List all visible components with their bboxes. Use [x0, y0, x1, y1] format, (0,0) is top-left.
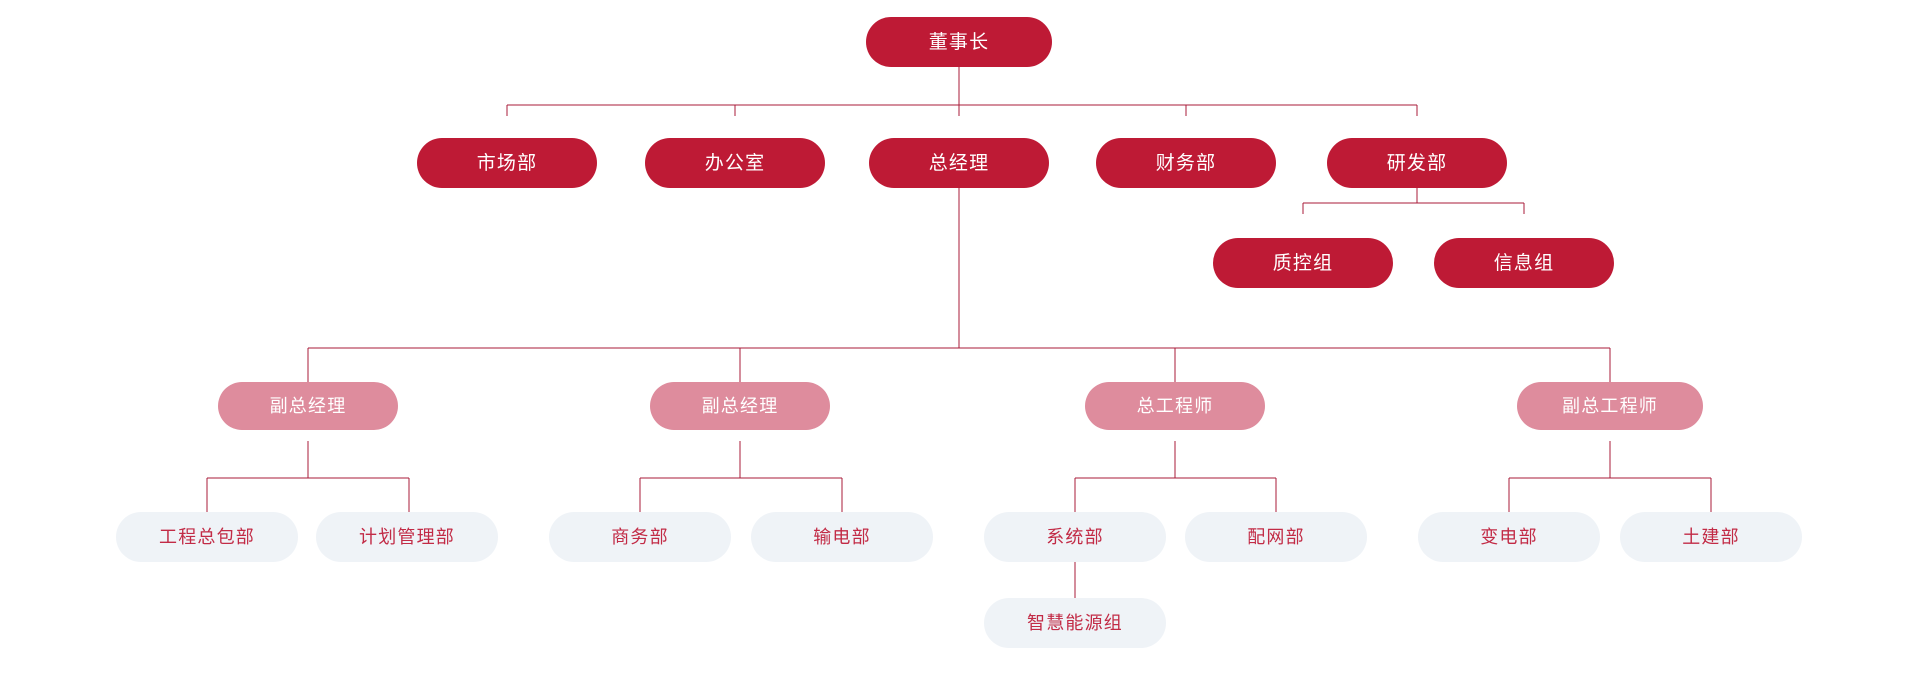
node-deputy-general-manager-2[interactable]: 副总经理: [650, 382, 830, 430]
node-label: 副总经理: [269, 396, 347, 416]
node-label: 变电部: [1480, 527, 1538, 547]
node-transmission-dept[interactable]: 输电部: [751, 512, 933, 562]
node-label: 配网部: [1247, 527, 1305, 547]
node-label: 副总经理: [701, 396, 779, 416]
node-label: 总经理: [928, 152, 990, 174]
node-label: 副总工程师: [1562, 396, 1658, 416]
node-chief-engineer[interactable]: 总工程师: [1085, 382, 1265, 430]
node-system-dept[interactable]: 系统部: [984, 512, 1166, 562]
node-label: 智慧能源组: [1027, 613, 1123, 633]
node-substation-dept[interactable]: 变电部: [1418, 512, 1600, 562]
node-label: 研发部: [1386, 152, 1448, 174]
node-label: 市场部: [476, 152, 538, 174]
node-general-manager[interactable]: 总经理: [869, 138, 1049, 188]
node-finance-dept[interactable]: 财务部: [1096, 138, 1276, 188]
node-label: 财务部: [1155, 152, 1217, 174]
node-deputy-general-manager-1[interactable]: 副总经理: [218, 382, 398, 430]
node-label: 计划管理部: [359, 527, 455, 547]
node-label: 总工程师: [1136, 396, 1214, 416]
node-label: 土建部: [1682, 527, 1740, 547]
node-chairman[interactable]: 董事长: [866, 17, 1052, 67]
node-label: 商务部: [611, 527, 669, 547]
node-smart-energy-group[interactable]: 智慧能源组: [984, 598, 1166, 648]
node-epc-dept[interactable]: 工程总包部: [116, 512, 298, 562]
node-distribution-network-dept[interactable]: 配网部: [1185, 512, 1367, 562]
node-label: 办公室: [704, 152, 766, 174]
node-civil-engineering-dept[interactable]: 土建部: [1620, 512, 1802, 562]
node-quality-control-group[interactable]: 质控组: [1213, 238, 1393, 288]
node-information-group[interactable]: 信息组: [1434, 238, 1614, 288]
node-business-dept[interactable]: 商务部: [549, 512, 731, 562]
node-label: 质控组: [1272, 252, 1334, 274]
node-label: 信息组: [1493, 252, 1555, 274]
node-label: 系统部: [1046, 527, 1104, 547]
node-deputy-chief-engineer[interactable]: 副总工程师: [1517, 382, 1703, 430]
node-label: 董事长: [928, 31, 990, 53]
node-rnd-dept[interactable]: 研发部: [1327, 138, 1507, 188]
node-label: 输电部: [813, 527, 871, 547]
node-label: 工程总包部: [159, 527, 255, 547]
node-office[interactable]: 办公室: [645, 138, 825, 188]
node-marketing-dept[interactable]: 市场部: [417, 138, 597, 188]
node-planning-management-dept[interactable]: 计划管理部: [316, 512, 498, 562]
